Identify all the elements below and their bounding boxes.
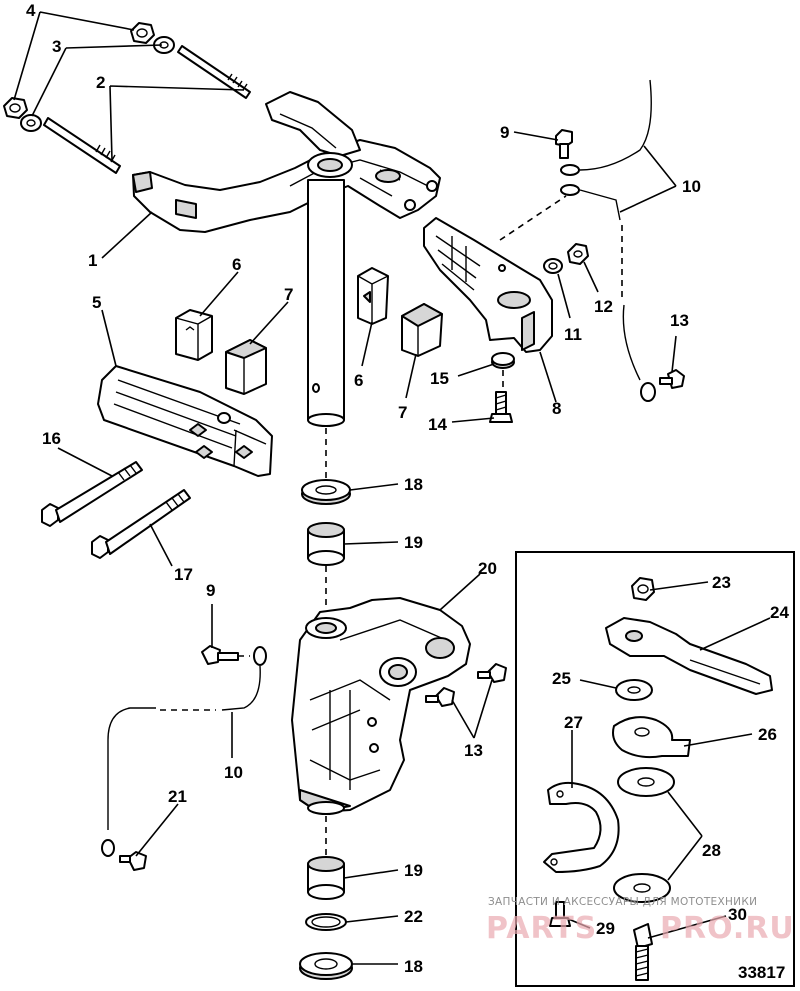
callout-19-upper: 19	[404, 533, 423, 552]
callout-18-lower: 18	[404, 957, 423, 976]
callout-30: 30	[728, 905, 747, 924]
callout-3: 3	[52, 37, 61, 56]
part-12-nut	[567, 243, 589, 265]
part-2-stud-lower	[43, 117, 121, 174]
part-13-screws-lower	[425, 663, 507, 707]
callout-22: 22	[404, 907, 423, 926]
part-13-screw-top	[659, 369, 685, 389]
callout-25: 25	[552, 669, 571, 688]
callout-15: 15	[430, 369, 449, 388]
part-28-washer-upper	[617, 767, 675, 797]
part-10-ground-strap-lower	[101, 646, 267, 857]
part-9-screw-top	[555, 129, 573, 159]
part-29-screw	[549, 901, 571, 927]
callout-2: 2	[96, 73, 105, 92]
callout-1: 1	[88, 251, 97, 270]
callout-29: 29	[596, 919, 615, 938]
detail-inset-box	[515, 551, 795, 987]
watermark-brand-left: PARTS	[486, 911, 597, 946]
part-18-washer-upper	[301, 479, 351, 505]
callout-21: 21	[168, 787, 187, 806]
callout-13-lower: 13	[464, 741, 483, 760]
callout-13-top: 13	[670, 311, 689, 330]
part-6-pad-left	[175, 309, 213, 361]
callout-14: 14	[428, 415, 447, 434]
callout-23: 23	[712, 573, 731, 592]
part-20-swivel-bracket	[291, 597, 471, 856]
part-15-washer	[491, 352, 515, 369]
part-2-stud-upper	[177, 45, 251, 99]
centerline-bracket	[499, 195, 567, 241]
callout-11: 11	[564, 325, 582, 344]
part-26-friction-plate	[612, 716, 691, 759]
part-19-bushing-lower	[307, 856, 345, 900]
part-7-pad-left	[225, 339, 267, 395]
callout-16: 16	[42, 429, 61, 448]
part-18-washer-lower	[299, 952, 353, 980]
part-25-washer	[615, 679, 653, 701]
part-22-o-ring	[305, 913, 347, 931]
part-27-friction-strap	[543, 781, 620, 873]
part-6-pad-center	[357, 267, 389, 325]
part-5-side-pad	[97, 365, 273, 477]
part-8-bracket	[423, 217, 553, 353]
part-16-bolt	[41, 461, 143, 527]
watermark: ЗАПЧАСТИ И АКСЕССУАРЫ ДЛЯ МОТОТЕХНИКИ PA…	[486, 896, 795, 946]
callout-12: 12	[594, 297, 613, 316]
callout-10-lower: 10	[224, 763, 243, 782]
part-4-nut-left	[3, 97, 28, 119]
callout-10-top: 10	[682, 177, 701, 196]
part-21-screw	[119, 851, 147, 871]
callout-9-top: 9	[500, 123, 509, 142]
part-3-washer-left	[20, 114, 42, 132]
part-30-adjust-bolt	[633, 923, 653, 981]
figure-number: 33817	[738, 963, 785, 982]
callout-8: 8	[552, 399, 561, 418]
callout-6-center: 6	[354, 371, 363, 390]
callout-9-lower: 9	[206, 581, 215, 600]
callout-24: 24	[770, 603, 789, 622]
callout-28: 28	[702, 841, 721, 860]
leader-lines	[13, 11, 771, 965]
watermark-brand-right: PRO.RU	[660, 911, 795, 946]
callout-6-left: 6	[232, 255, 241, 274]
part-14-screw	[489, 391, 513, 423]
watermark-tagline: ЗАПЧАСТИ И АКСЕССУАРЫ ДЛЯ МОТОТЕХНИКИ	[488, 896, 757, 908]
callout-7-left: 7	[284, 285, 293, 304]
callout-19-lower: 19	[404, 861, 423, 880]
callout-18-upper: 18	[404, 475, 423, 494]
part-1-clamp-bracket	[132, 91, 441, 233]
callout-20: 20	[478, 559, 497, 578]
part-4-nut-right	[130, 22, 155, 44]
callout-17: 17	[174, 565, 193, 584]
part-10-ground-strap-top	[560, 79, 656, 402]
callouts: 4 3 2 1 6 7 5 6 7 8 9 10 11 12 13 15 14 …	[26, 1, 789, 982]
part-24-tiller-lever	[605, 617, 773, 695]
steering-tube	[307, 179, 345, 480]
callout-27: 27	[564, 713, 583, 732]
part-28-washer-lower	[613, 873, 671, 903]
part-17-bolt	[91, 489, 191, 559]
callout-26: 26	[758, 725, 777, 744]
part-19-bushing-upper	[307, 522, 345, 610]
callout-5: 5	[92, 293, 101, 312]
part-23-nut	[631, 577, 655, 601]
callout-4: 4	[26, 1, 36, 20]
part-11-washer	[543, 258, 563, 274]
part-7-pad-center	[401, 303, 443, 357]
callout-7-center: 7	[398, 403, 407, 422]
part-9-screw-lower	[201, 645, 250, 665]
